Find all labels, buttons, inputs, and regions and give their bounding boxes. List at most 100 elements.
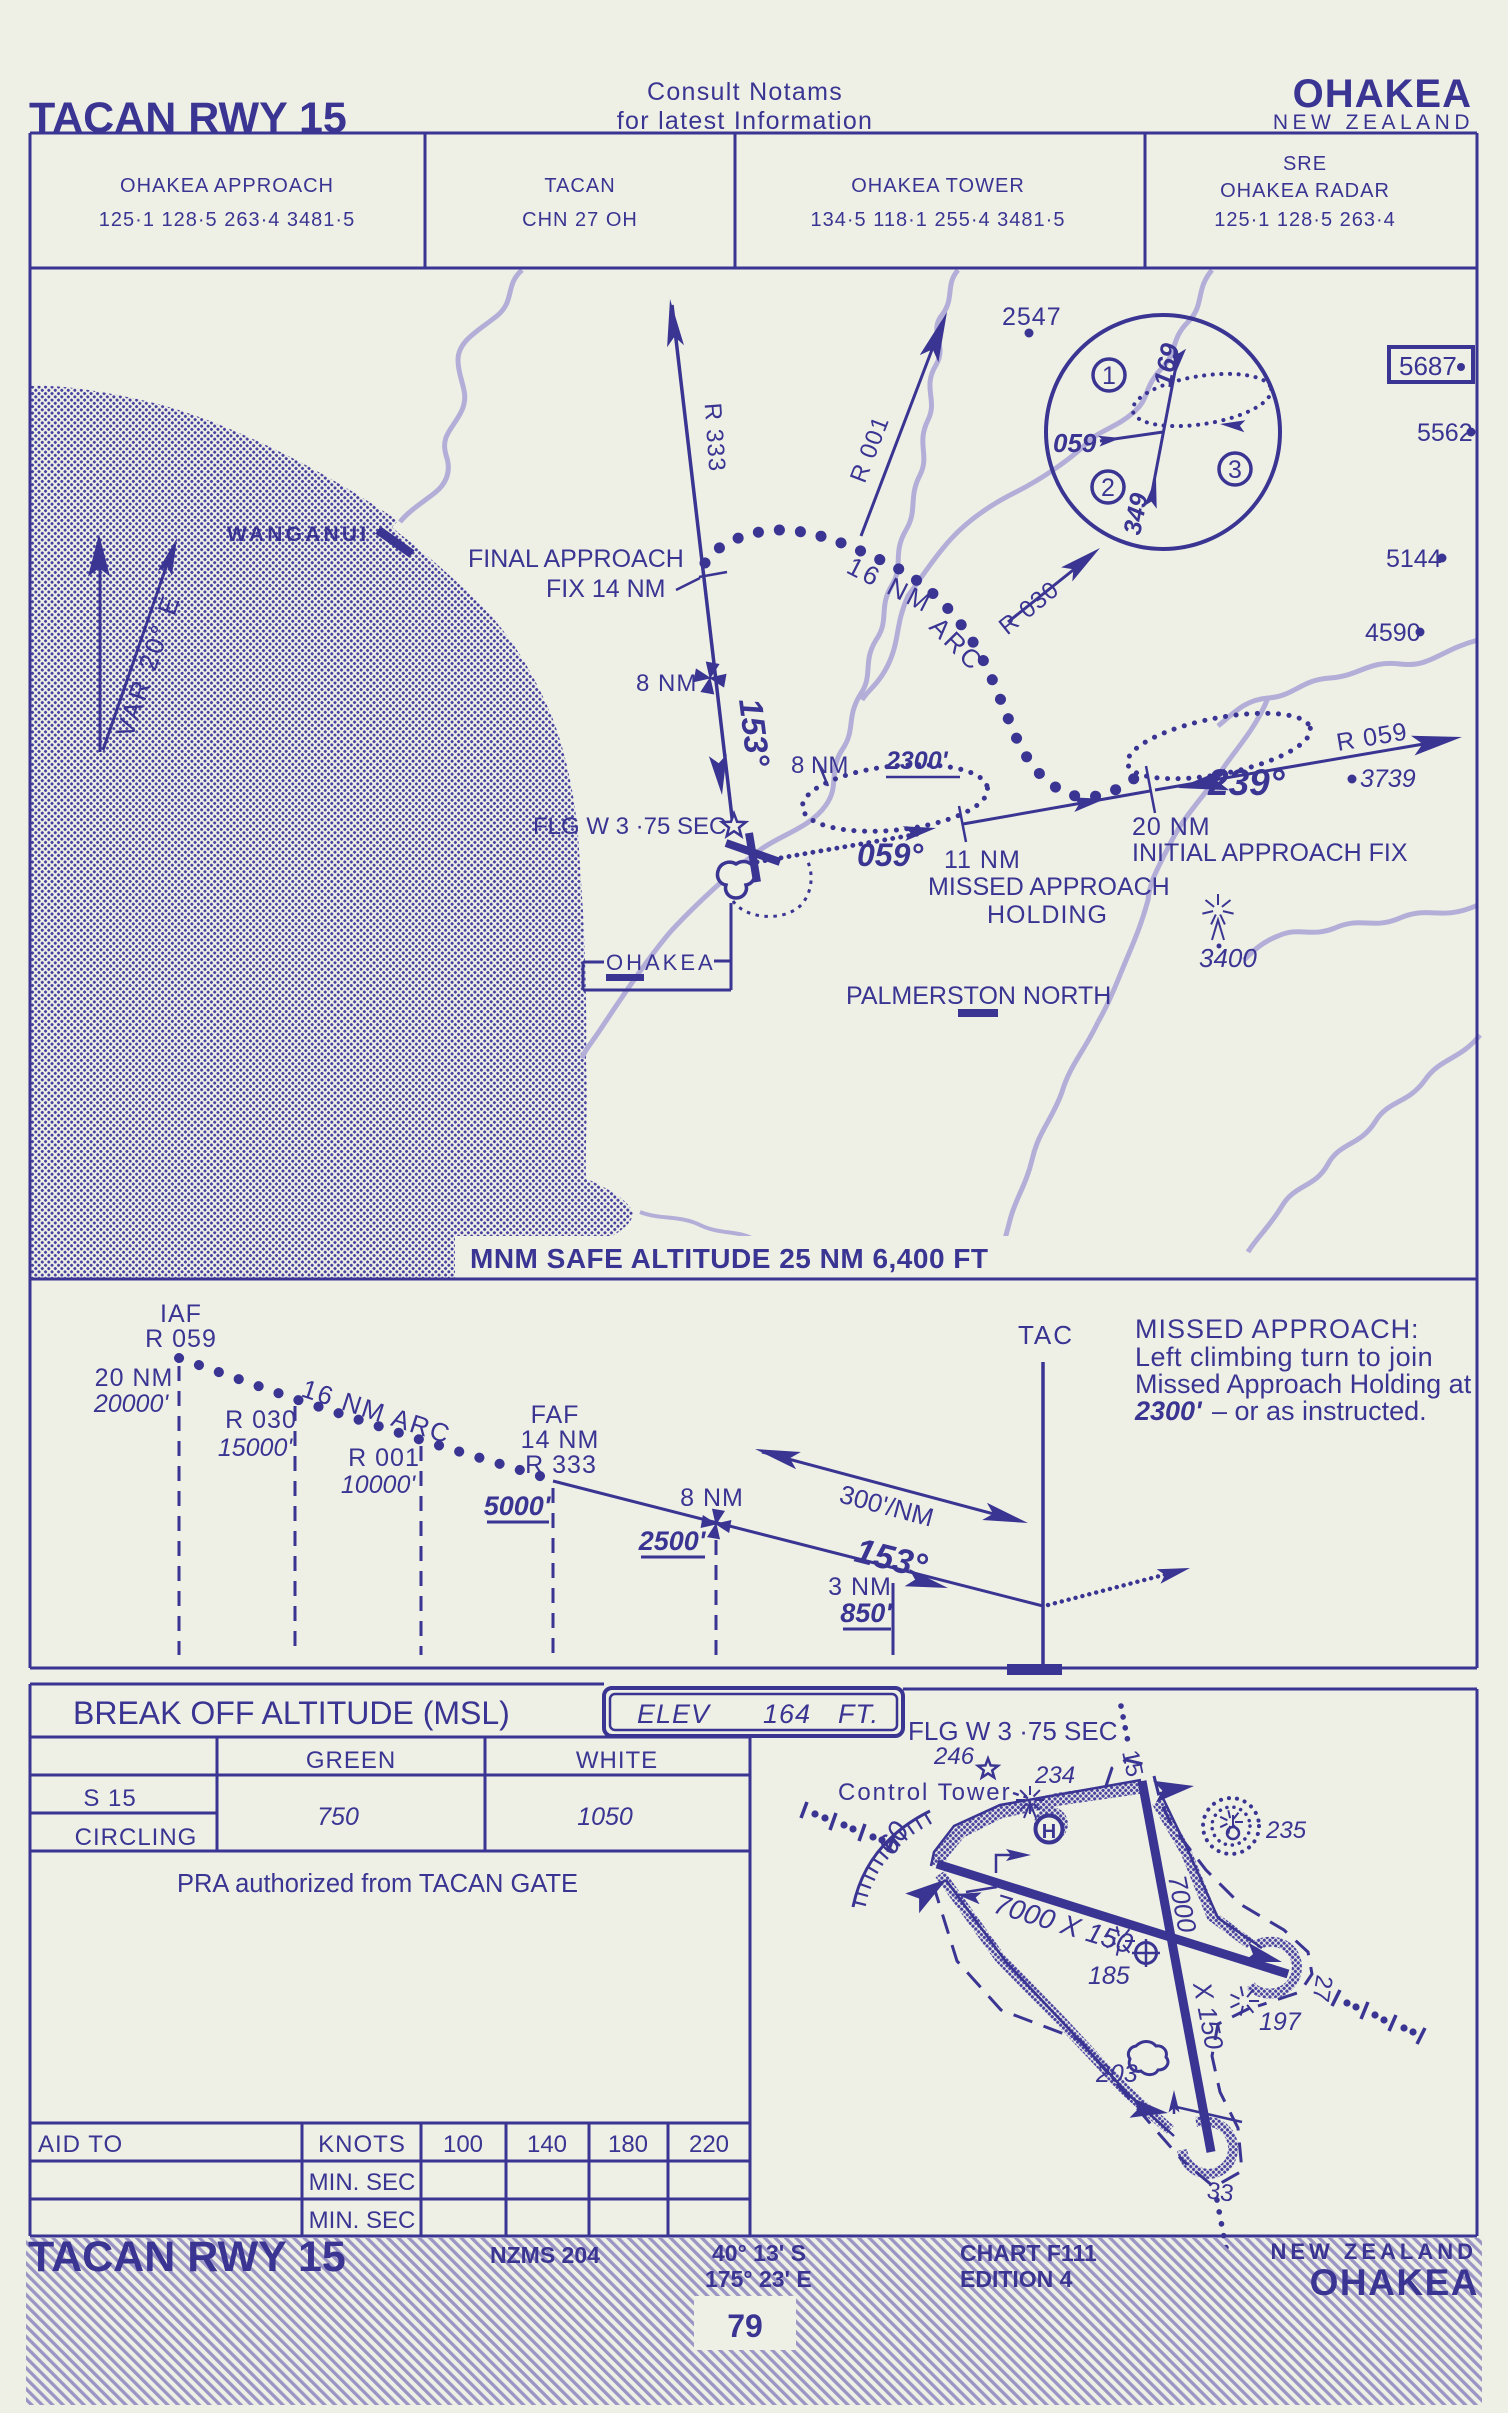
svg-text:79: 79: [727, 2308, 763, 2344]
svg-text:100: 100: [443, 2131, 483, 2158]
svg-text:GREEN: GREEN: [306, 1747, 396, 1774]
svg-text:3400: 3400: [1199, 943, 1257, 973]
svg-text:20 NM: 20 NM: [95, 1364, 174, 1392]
svg-text:125·1 128·5 263·4 3481·5: 125·1 128·5 263·4 3481·5: [99, 209, 355, 231]
svg-text:H: H: [1042, 1821, 1056, 1843]
svg-text:FAF: FAF: [531, 1401, 580, 1429]
svg-text:CHN 27 OH: CHN 27 OH: [522, 209, 638, 231]
svg-text:PRA authorized from TACAN GA: PRA authorized from TACAN GATE: [177, 1870, 578, 1898]
svg-text:180: 180: [608, 2131, 648, 2158]
svg-text:KNOTS: KNOTS: [318, 2131, 406, 2158]
svg-text:1: 1: [1102, 362, 1116, 390]
svg-text:TACAN RWY 15: TACAN RWY 15: [29, 94, 347, 142]
svg-text:NZMS 204: NZMS 204: [490, 2242, 600, 2268]
svg-text:Left climbing turn to join: Left climbing turn to join: [1135, 1342, 1433, 1372]
svg-text:OHAKEA APPROACH: OHAKEA APPROACH: [120, 175, 334, 197]
svg-text:234: 234: [1034, 1762, 1075, 1789]
svg-text:Control Tower: Control Tower: [838, 1779, 1012, 1806]
svg-text:197: 197: [1259, 2008, 1302, 2036]
svg-text:059°: 059°: [857, 837, 923, 873]
svg-text:HOLDING: HOLDING: [987, 901, 1108, 929]
svg-text:15000': 15000': [218, 1434, 294, 1462]
svg-text:NEW ZEALAND: NEW ZEALAND: [1270, 2239, 1477, 2264]
svg-text:for latest Information: for latest Information: [617, 107, 873, 135]
svg-text:R 001: R 001: [348, 1444, 420, 1472]
svg-text:125·1 128·5 263·4: 125·1 128·5 263·4: [1214, 209, 1396, 231]
svg-text:FIX 14 NM: FIX 14 NM: [546, 575, 665, 603]
svg-text:239°: 239°: [1207, 762, 1285, 803]
svg-text:10000': 10000': [341, 1471, 417, 1499]
svg-text:FT.: FT.: [838, 1699, 879, 1729]
svg-text:15: 15: [1116, 1748, 1148, 1780]
svg-text:3: 3: [1228, 456, 1242, 484]
svg-text:MIN. SEC: MIN. SEC: [309, 2207, 416, 2234]
svg-text:5687: 5687: [1399, 351, 1457, 381]
svg-text:OHAKEA RADAR: OHAKEA RADAR: [1220, 180, 1390, 202]
svg-text:27: 27: [1306, 1973, 1337, 2004]
svg-text:8 NM: 8 NM: [636, 670, 697, 697]
svg-text:5000': 5000': [484, 1491, 552, 1521]
svg-text:185: 185: [1088, 1962, 1130, 1990]
svg-text:IAF: IAF: [160, 1300, 202, 1328]
svg-text:750: 750: [317, 1803, 359, 1831]
svg-text:8 NM: 8 NM: [680, 1484, 744, 1512]
svg-text:WHITE: WHITE: [576, 1747, 658, 1774]
svg-text:MISSED APPROACH:: MISSED APPROACH:: [1135, 1314, 1420, 1344]
svg-text:BREAK OFF ALTITUDE (MSL): BREAK OFF ALTITUDE (MSL): [73, 1695, 510, 1731]
svg-text:850': 850': [840, 1598, 893, 1628]
svg-text:235: 235: [1265, 1817, 1307, 1844]
svg-text:FINAL APPROACH: FINAL APPROACH: [468, 545, 684, 573]
svg-text:Consult Notams: Consult Notams: [647, 78, 843, 106]
svg-text:AID TO: AID TO: [38, 2131, 123, 2158]
svg-text:1050: 1050: [577, 1803, 633, 1831]
svg-text:R 059: R 059: [145, 1325, 217, 1353]
svg-text:TACAN RWY 15: TACAN RWY 15: [28, 2233, 346, 2281]
svg-text:246: 246: [933, 1743, 975, 1770]
svg-text:TAC: TAC: [1018, 1320, 1074, 1350]
svg-text:CIRCLING: CIRCLING: [75, 1824, 198, 1851]
svg-text:175° 23' E: 175° 23' E: [705, 2266, 812, 2292]
svg-text:EDITION 4: EDITION 4: [960, 2266, 1073, 2292]
svg-text:S 15: S 15: [83, 1785, 136, 1812]
svg-text:INITIAL APPROACH FIX: INITIAL APPROACH FIX: [1132, 839, 1408, 867]
svg-text:R 333: R 333: [699, 402, 731, 473]
svg-text:20 NM: 20 NM: [1132, 813, 1211, 841]
svg-text:33: 33: [1205, 2177, 1235, 2207]
svg-text:164: 164: [763, 1699, 811, 1729]
svg-text:Missed Approach Holding at: Missed Approach Holding at: [1135, 1369, 1472, 1399]
svg-text:FLG W 3 ·75 SEC: FLG W 3 ·75 SEC: [533, 813, 726, 840]
svg-text:2: 2: [1101, 474, 1115, 502]
svg-text:5562: 5562: [1417, 419, 1473, 447]
svg-text:ELEV: ELEV: [637, 1699, 712, 1729]
svg-text:OHAKEA TOWER: OHAKEA TOWER: [851, 175, 1025, 197]
svg-text:TACAN: TACAN: [544, 175, 615, 197]
svg-text:40° 13' S: 40° 13' S: [712, 2240, 806, 2266]
svg-text:14 NM: 14 NM: [521, 1426, 600, 1454]
svg-text:2300': 2300': [885, 747, 949, 775]
svg-text:2500': 2500': [638, 1526, 707, 1556]
svg-text:20000': 20000': [93, 1390, 170, 1418]
svg-text:8 NM: 8 NM: [791, 752, 848, 779]
svg-text:WANGANUI: WANGANUI: [227, 523, 369, 546]
svg-text:059: 059: [1053, 428, 1097, 458]
svg-text:SRE: SRE: [1283, 153, 1327, 175]
svg-text:– or as instructed.: – or as instructed.: [1212, 1396, 1427, 1426]
svg-text:FLG W 3 ·75 SEC: FLG W 3 ·75 SEC: [908, 1716, 1118, 1746]
svg-text:NEW ZEALAND: NEW ZEALAND: [1273, 111, 1474, 134]
svg-text:OHAKEA: OHAKEA: [606, 950, 716, 975]
svg-text:MIN. SEC: MIN. SEC: [309, 2169, 416, 2196]
svg-text:MISSED APPROACH: MISSED APPROACH: [928, 873, 1170, 901]
svg-text:2300': 2300': [1134, 1396, 1203, 1426]
svg-text:4590: 4590: [1365, 619, 1421, 647]
svg-text:140: 140: [527, 2131, 567, 2158]
svg-text:5144: 5144: [1386, 545, 1442, 573]
svg-text:11 NM: 11 NM: [944, 846, 1021, 874]
svg-text:134·5 118·1 255·4 3481·5: 134·5 118·1 255·4 3481·5: [811, 209, 1066, 231]
svg-text:2547: 2547: [1002, 303, 1062, 331]
svg-text:PALMERSTON NORTH: PALMERSTON NORTH: [846, 982, 1111, 1010]
svg-text:R 030: R 030: [225, 1406, 297, 1434]
svg-text:3739: 3739: [1360, 765, 1416, 793]
svg-text:203: 203: [1095, 2060, 1138, 2088]
svg-text:153°: 153°: [732, 696, 777, 769]
svg-text:OHAKEA: OHAKEA: [1310, 2262, 1479, 2303]
